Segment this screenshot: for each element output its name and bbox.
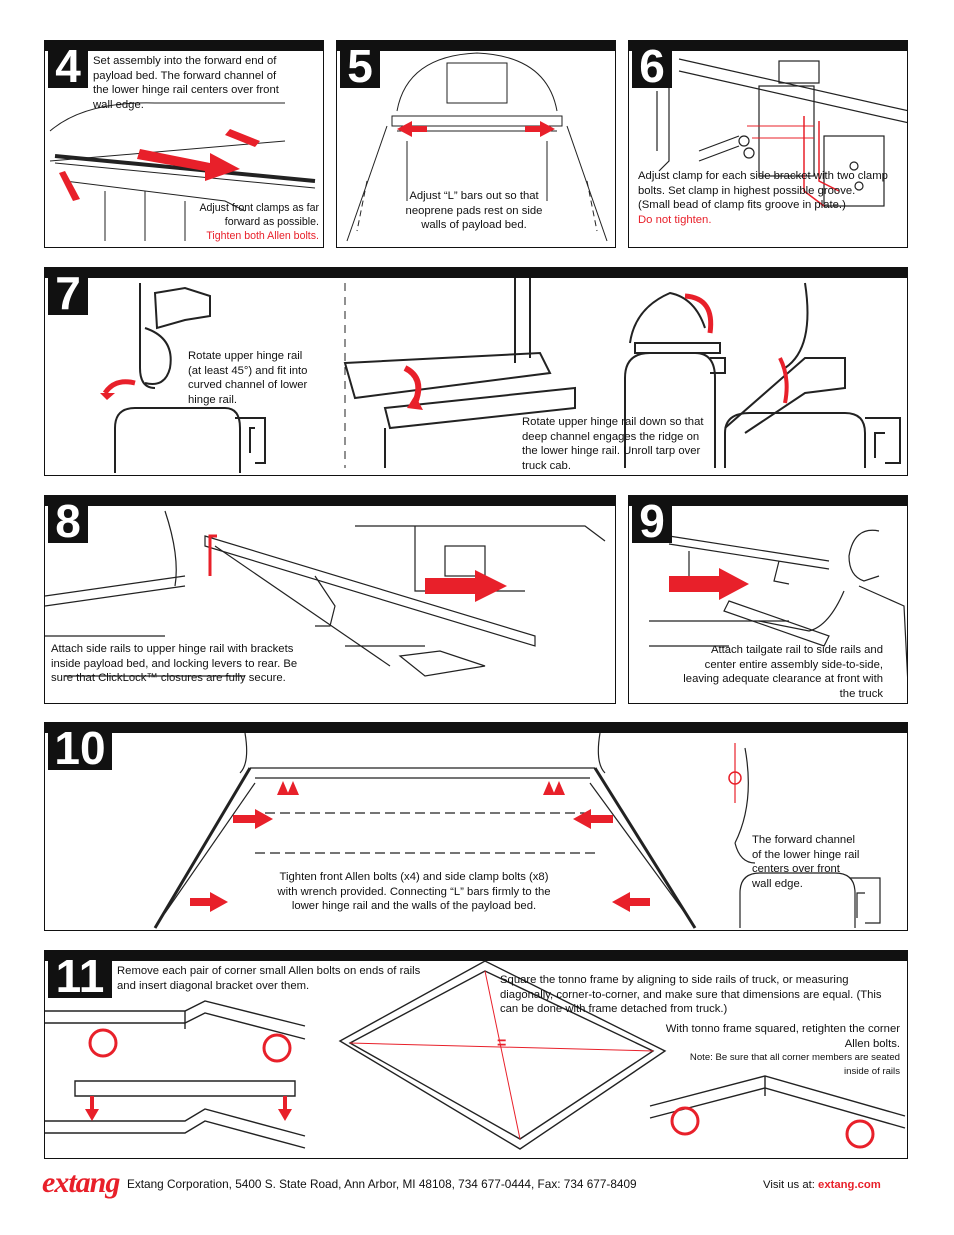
side-rail-bracket-illustration (45, 510, 606, 677)
step-header-bar (45, 723, 907, 733)
step-number: 6 (632, 43, 672, 89)
step-header-bar (337, 41, 615, 51)
step-11-panel: 11 Remove each pair of corner small Alle… (44, 950, 908, 1159)
step-number: 4 (48, 43, 88, 89)
step-header-bar (45, 268, 907, 278)
step-4-panel: 4 Set assembly into the forward end of p… (44, 40, 324, 248)
step-number: 10 (48, 725, 112, 771)
step-number: 5 (340, 43, 380, 89)
step-10-instruction-2: The forward channel of the lower hinge r… (752, 834, 860, 890)
step-11-instruction-2: Square the tonno frame by aligning to si… (500, 974, 882, 1016)
step-6-instruction-text: Adjust clamp for each side bracket with … (638, 170, 888, 212)
step-header-bar (629, 41, 907, 51)
step-7-instruction-1: Rotate upper hinge rail (at least 45°) a… (188, 350, 308, 406)
step-5-panel: 5 Adjust “L” bars out so that neoprene p… (336, 40, 616, 248)
step-6-panel: 6 Adjust clamp for each side bracket wit… (628, 40, 908, 248)
step-11-note: Note: Be sure that all corner members ar… (689, 1052, 900, 1077)
company-address: Extang Corporation, 5400 S. State Road, … (127, 1177, 637, 1191)
step-11-instruction-1: Remove each pair of corner small Allen b… (117, 965, 421, 992)
step-6-instruction: Adjust clamp for each side bracket with … (638, 169, 888, 227)
step-4-instruction: Set assembly into the forward end of pay… (93, 55, 279, 111)
step-7-instruction-2: Rotate upper hinge rail down so that dee… (522, 416, 704, 472)
step-7-panel: 7 Rotate upper hinge rail (at least 45°)… (44, 267, 908, 476)
step-10-panel: 10 Tighten front Allen bolts (x4) and si… (44, 722, 908, 931)
hinge-rail-illustration (100, 278, 901, 473)
visit-label: Visit us at: (763, 1179, 815, 1191)
diagonal-equals-mark: = (497, 1035, 507, 1052)
step-header-bar (629, 496, 907, 506)
step-8-instruction: Attach side rails to upper hinge rail wi… (51, 643, 298, 685)
step-6-warning: Do not tighten. (638, 213, 712, 226)
website-link[interactable]: extang.com (818, 1179, 881, 1191)
step-header-bar (45, 41, 323, 51)
square-frame-illustration (45, 960, 906, 1150)
tighten-bolts-illustration (153, 732, 881, 929)
step-header-bar (45, 951, 907, 961)
step-11-instruction-3: With tonno frame squared, retighten the … (665, 1023, 900, 1050)
extang-logo: extang (42, 1166, 120, 1199)
tailgate-rail-illustration (649, 529, 907, 678)
visit-us: Visit us at: extang.com (763, 1179, 881, 1191)
step-header-bar (45, 496, 615, 506)
step-number: 8 (48, 498, 88, 544)
truck-bed-illustration (49, 102, 316, 241)
step-8-panel: 8 Attach side rails to upper hinge rail … (44, 495, 616, 704)
step-number: 9 (632, 498, 672, 544)
step-4-note: Adjust front clamps as far forward as po… (179, 201, 319, 243)
step-5-instruction: Adjust “L” bars out so that neoprene pad… (405, 190, 543, 232)
step-4-warning: Tighten both Allen bolts. (206, 230, 319, 242)
step-10-instruction-1: Tighten front Allen bolts (x4) and side … (277, 871, 551, 913)
truck-bed-front-illustration (346, 52, 608, 242)
step-9-instruction: Attach tailgate rail to side rails and c… (683, 644, 883, 700)
step-9-panel: 9 Attach tailgate rail to side rails and… (628, 495, 908, 704)
step-number: 7 (48, 270, 88, 316)
step-4-note-text: Adjust front clamps as far forward as po… (199, 202, 319, 228)
step-number: 11 (48, 953, 112, 999)
